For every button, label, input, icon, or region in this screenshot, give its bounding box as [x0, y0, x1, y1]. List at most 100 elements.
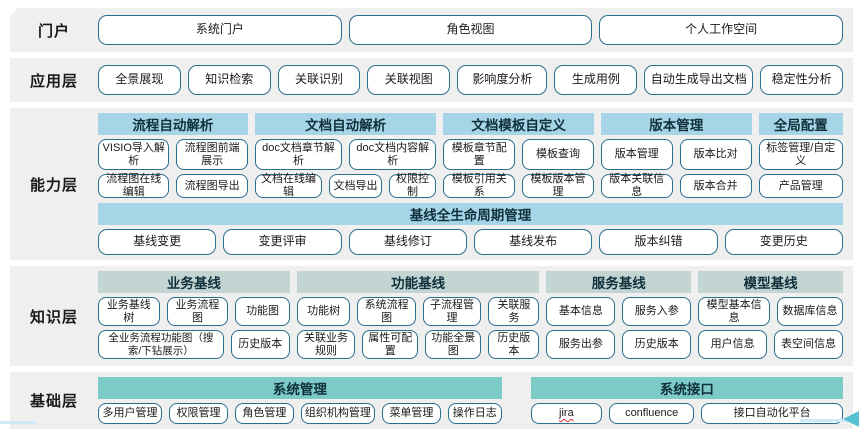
item-button[interactable]: 基线修订 — [348, 229, 467, 255]
item-button[interactable]: 操作日志 — [447, 403, 502, 424]
arrow-left-icon — [843, 411, 859, 427]
item-button[interactable]: 业务流程图 — [166, 297, 229, 326]
item-button[interactable]: 功能图 — [235, 297, 290, 326]
item-button[interactable]: 历史版本 — [622, 330, 692, 359]
button-row: 全业务流程功能图（搜索/下钻展示）历史版本 — [98, 330, 290, 359]
button-row: 产品管理 — [758, 174, 843, 198]
group: 服务基线基本信息服务入参服务出参历史版本 — [546, 271, 692, 361]
button-row: 基本信息服务入参 — [546, 297, 692, 326]
item-button[interactable]: 流程图导出 — [176, 174, 248, 198]
item-button[interactable]: 菜单管理 — [381, 403, 441, 424]
item-button[interactable]: 关联业务规则 — [296, 330, 356, 359]
item-button[interactable]: 服务入参 — [622, 297, 692, 326]
item-button[interactable]: 权限控制 — [388, 173, 437, 198]
item-button[interactable]: 权限管理 — [169, 403, 228, 424]
item-button[interactable]: 稳定性分析 — [760, 65, 844, 95]
item-button[interactable]: 模板引用关系 — [443, 173, 516, 198]
item-button[interactable]: 基本信息 — [546, 297, 616, 326]
item-button[interactable]: 版本管理 — [600, 139, 673, 170]
layer-label: 知识层 — [29, 308, 78, 326]
item-button[interactable]: 功能树 — [296, 297, 351, 326]
group-header: 模型基线 — [698, 271, 843, 293]
button-row: 系统门户角色视图个人工作空间 — [98, 15, 844, 45]
item-button[interactable]: 影响度分析 — [457, 65, 548, 95]
group-header: 文档自动解析 — [254, 113, 437, 135]
item-button[interactable]: 模型基本信息 — [698, 297, 770, 326]
item-button[interactable]: 历史版本 — [230, 330, 290, 359]
item-button[interactable]: 功能全景图 — [425, 330, 482, 359]
item-button[interactable]: 属性可配置 — [362, 330, 419, 359]
button-row: 模板引用关系模板版本管理 — [443, 173, 594, 198]
item-button[interactable]: 历史版本 — [488, 330, 540, 359]
item-button[interactable]: 接口自动化平台 — [701, 403, 843, 424]
item-button[interactable]: 子流程管理 — [422, 297, 482, 326]
group: 全局配置标签管理/自定义产品管理 — [758, 113, 843, 199]
item-button[interactable]: 版本合并 — [679, 174, 752, 198]
item-button[interactable]: 多用户管理 — [98, 403, 162, 424]
button-row: 服务出参历史版本 — [546, 330, 692, 359]
item-button[interactable]: 标签管理/自定义 — [758, 139, 843, 170]
button-row: 基线变更变更评审基线修订基线发布版本纠错变更历史 — [98, 229, 843, 255]
item-button[interactable]: confluence — [609, 403, 695, 424]
item-button[interactable]: 业务基线树 — [98, 297, 160, 326]
item-button[interactable]: 用户信息 — [698, 330, 768, 359]
item-button[interactable]: 个人工作空间 — [599, 15, 844, 45]
group-header: 版本管理 — [600, 113, 752, 135]
item-button[interactable]: 流程图前端展示 — [176, 139, 248, 170]
item-button[interactable]: 生成用例 — [554, 65, 638, 95]
item-button[interactable]: 表空间信息 — [774, 330, 844, 359]
item-button[interactable]: 关联视图 — [367, 65, 451, 95]
layer-content: 业务基线业务基线树业务流程图功能图全业务流程功能图（搜索/下钻展示）历史版本功能… — [98, 266, 853, 366]
layer-label: 能力层 — [29, 176, 78, 194]
item-button[interactable]: 系统门户 — [98, 15, 342, 45]
layer-knowledge: 知识层 业务基线业务基线树业务流程图功能图全业务流程功能图（搜索/下钻展示）历史… — [10, 266, 853, 366]
button-row: 全景展现知识检索关联识别关联视图影响度分析生成用例自动生成导出文档稳定性分析 — [98, 65, 844, 95]
item-button[interactable]: 模板章节配置 — [443, 139, 516, 170]
corner-cut-decoration — [0, 0, 26, 26]
item-button[interactable]: doc文档内容解析 — [349, 139, 437, 170]
item-button[interactable]: 角色视图 — [348, 15, 593, 45]
group: 文档模板自定义模板章节配置模板查询模板引用关系模板版本管理 — [443, 113, 594, 199]
item-button[interactable]: 变更历史 — [724, 229, 843, 255]
group-header: 系统管理 — [98, 377, 502, 399]
item-button[interactable]: 组织机构管理 — [300, 403, 375, 424]
item-button[interactable]: jira — [530, 403, 602, 424]
item-button[interactable]: 角色管理 — [234, 403, 294, 424]
item-button[interactable]: 文档在线编辑 — [254, 173, 323, 198]
button-row: 模板章节配置模板查询 — [443, 139, 594, 170]
item-button[interactable]: 数据库信息 — [777, 297, 843, 326]
item-button[interactable]: VISIO导入解析 — [98, 139, 170, 170]
item-button[interactable]: 关联识别 — [277, 65, 361, 95]
item-button[interactable]: 系统流程图 — [357, 297, 416, 326]
item-button[interactable]: 基线变更 — [98, 229, 217, 255]
item-button[interactable]: 自动生成导出文档 — [644, 65, 754, 95]
item-button[interactable]: 全业务流程功能图（搜索/下钻展示） — [98, 330, 224, 359]
item-button[interactable]: 全景展现 — [98, 65, 181, 95]
item-button[interactable]: 版本纠错 — [599, 229, 718, 255]
item-button[interactable]: 服务出参 — [546, 330, 616, 359]
item-button[interactable]: 知识检索 — [187, 65, 271, 95]
button-row: 用户信息表空间信息 — [698, 330, 844, 359]
item-button[interactable]: 流程图在线编辑 — [98, 173, 170, 198]
item-button[interactable]: 关联服务 — [488, 297, 540, 326]
item-button[interactable]: 模板查询 — [522, 139, 594, 170]
item-button[interactable]: 产品管理 — [758, 174, 843, 198]
item-button[interactable]: 基线发布 — [473, 229, 593, 255]
item-button[interactable]: 变更评审 — [223, 229, 342, 255]
group-header: 服务基线 — [546, 271, 692, 293]
item-button[interactable]: doc文档章节解析 — [254, 139, 343, 170]
group-header: 业务基线 — [98, 271, 290, 293]
group-header: 全局配置 — [758, 113, 843, 135]
item-button[interactable]: 文档导出 — [329, 174, 382, 198]
button-row: 标签管理/自定义 — [758, 139, 843, 170]
item-button[interactable]: 版本关联信息 — [600, 173, 673, 198]
item-button[interactable]: 版本比对 — [679, 139, 752, 170]
layer-label: 基础层 — [29, 393, 78, 410]
item-button[interactable]: 模板版本管理 — [522, 173, 594, 198]
